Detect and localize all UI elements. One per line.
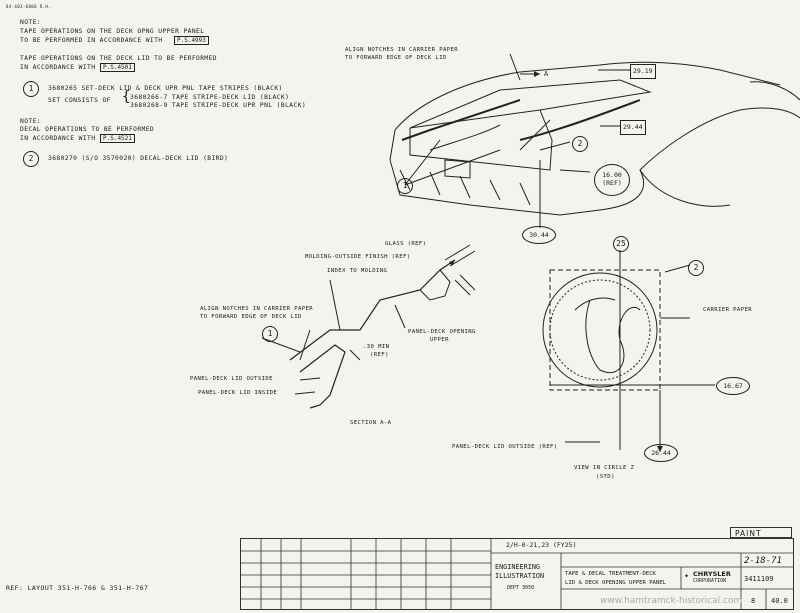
dim-29-44: 29.44 bbox=[620, 120, 646, 135]
dim-16-00-ref: (REF) bbox=[602, 179, 622, 187]
brand-name: CHRYSLER bbox=[693, 570, 731, 578]
car-align-note-2: TO FORWARD EDGE OF DECK LID bbox=[345, 55, 447, 61]
label-panel-outside-ref: PANEL-DECK LID OUTSIDE (REF) bbox=[452, 444, 558, 450]
item1-line1: 3680265 SET-DECK LID & DECK UPR PNL TAPE… bbox=[48, 85, 283, 92]
circle-view-sub: (STD) bbox=[596, 474, 615, 480]
label-panel-opening-1: PANEL-DECK OPENING bbox=[408, 329, 476, 335]
item2-line1: 3680270 (S/O 3570020) DECAL-DECK LID (BI… bbox=[48, 155, 229, 162]
note1-line1: TAPE OPERATIONS ON THE DECK OPNG UPPER P… bbox=[20, 28, 205, 35]
section-align-2: TO FORWARD EDGE OF DECK LID bbox=[200, 314, 302, 320]
section-number: 8 bbox=[751, 597, 756, 605]
car-callout-2: 2 bbox=[572, 136, 588, 152]
section-arrow-label: A bbox=[544, 70, 549, 78]
brace-icon: { bbox=[122, 89, 131, 105]
note2-line1: TAPE OPERATIONS ON THE DECK LID TO BE PE… bbox=[20, 55, 217, 62]
label-glass: GLASS (REF) bbox=[385, 241, 427, 247]
eng-illustration-2: ILLUSTRATION bbox=[495, 572, 545, 580]
dept-number: DEPT 3050 bbox=[507, 585, 535, 591]
drawing-number: 3411109 bbox=[744, 575, 774, 583]
header-code: 84-403-6000 R.H. bbox=[6, 4, 51, 9]
note3-spec-box: P.S.4521 bbox=[100, 134, 135, 143]
label-carrier-paper: CARRIER PAPER bbox=[703, 307, 752, 313]
note3-line2: IN ACCORDANCE WITH bbox=[20, 135, 96, 142]
eng-illustration-1: ENGINEERING bbox=[495, 563, 541, 571]
dim-30-min: .30 MIN bbox=[363, 344, 390, 350]
title-block-grid bbox=[241, 539, 793, 609]
note1-title: NOTE: bbox=[20, 19, 41, 26]
note1-line2: TO BE PERFORMED IN ACCORDANCE WITH bbox=[20, 37, 163, 44]
note2-spec-box: P.S.4501 bbox=[100, 63, 135, 72]
section-title: SECTION A-A bbox=[350, 420, 392, 426]
paint-label: PAINT bbox=[730, 527, 792, 538]
title-block: 2/H-0-21,23 (FY25) ENGINEERING ILLUSTRAT… bbox=[240, 538, 794, 610]
circle-view-title: VIEW IN CIRCLE Z bbox=[574, 465, 635, 471]
pentastar-icon: ◆ bbox=[685, 573, 689, 579]
reference-line: REF: LAYOUT 351-H-766 & 351-H-767 bbox=[6, 584, 149, 592]
note3-line1: DECAL OPERATIONS TO BE PERFORMED bbox=[20, 126, 155, 133]
label-inside-panel: PANEL-DECK LID INSIDE bbox=[198, 390, 278, 396]
circle-callout-2: 2 bbox=[688, 260, 704, 276]
dim-29-19: 29.19 bbox=[630, 64, 656, 79]
dim-25-callout: 25 bbox=[613, 236, 629, 252]
model-number: 2/H-0-21,23 (FY25) bbox=[506, 541, 577, 549]
brand-sub: CORPORATION bbox=[693, 578, 727, 584]
label-index: INDEX TO MOLDING bbox=[327, 268, 388, 274]
dim-16-00: 16.00 bbox=[602, 171, 622, 179]
item1-line4: 3680268-9 TAPE STRIPE-DECK UPR PNL (BLAC… bbox=[130, 102, 307, 109]
label-panel-opening-2: UPPER bbox=[430, 337, 449, 343]
dim-30-min-ref: (REF) bbox=[370, 352, 389, 358]
note1-spec-box: P.S.4993 bbox=[174, 36, 209, 45]
item1-line2: SET CONSISTS OF bbox=[48, 97, 111, 104]
release-date: 2-18-71 bbox=[744, 556, 782, 566]
dim-26-44: 26.44 bbox=[644, 444, 678, 462]
item1-line3: 3680266-7 TAPE STRIPE-DECK LID (BLACK) bbox=[130, 94, 290, 101]
section-callout-1: 1 bbox=[262, 326, 278, 342]
car-callout-1: 1 bbox=[397, 178, 413, 194]
section-align-1: ALIGN NOTCHES IN CARRIER PAPER bbox=[200, 306, 314, 312]
page-number: 40.0 bbox=[771, 597, 788, 605]
description-line2: LID & DECK OPENING UPPER PANEL bbox=[565, 580, 667, 586]
item1-callout: 1 bbox=[23, 81, 39, 97]
car-align-note-1: ALIGN NOTCHES IN CARRIER PAPER bbox=[345, 47, 459, 53]
note2-line2: IN ACCORDANCE WITH bbox=[20, 64, 96, 71]
label-outside-panel: PANEL-DECK LID OUTSIDE bbox=[190, 376, 273, 382]
label-molding: MOLDING-OUTSIDE FINISH (REF) bbox=[305, 254, 411, 260]
watermark: www.hamtramck-historical.com bbox=[600, 596, 743, 606]
description-line1: TAPE & DECAL TREATMENT-DECK bbox=[565, 571, 656, 577]
item2-callout: 2 bbox=[23, 151, 39, 167]
dim-16-67: 16.67 bbox=[716, 377, 750, 395]
dim-30-44: 30.44 bbox=[522, 226, 556, 244]
dim-16-00-bubble: 16.00 (REF) bbox=[594, 164, 630, 196]
note3-title: NOTE: bbox=[20, 118, 41, 125]
